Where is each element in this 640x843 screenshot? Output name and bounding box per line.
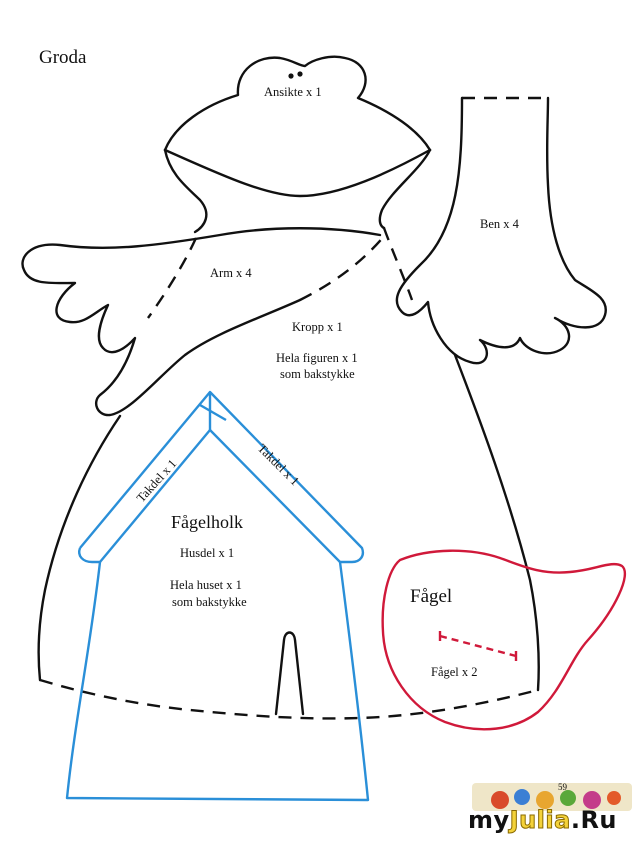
- frog-arm-piece: [21, 227, 386, 417]
- birdhouse-piece: [65, 390, 370, 802]
- birdhouse-house-label: Husdel x 1: [180, 546, 234, 560]
- birdhouse-back-label-line2: som bakstykke: [172, 595, 247, 609]
- frog-leg-label: Ben x 4: [480, 217, 520, 231]
- frog-side-fold: [382, 227, 414, 301]
- birdhouse-back-label-line1: Hela huset x 1: [170, 578, 242, 592]
- bird-title: Fågel: [410, 586, 452, 607]
- frog-bottom-fold: [39, 678, 539, 720]
- watermark-site-text: myJulia.Ru: [468, 806, 618, 835]
- sheet-title: Groda: [39, 47, 87, 68]
- frog-eye-dot-left: [288, 73, 294, 79]
- frog-back-label-line2: som bakstykke: [280, 367, 355, 381]
- page-number: 59: [558, 782, 568, 792]
- frog-body-outline: [37, 148, 540, 692]
- frog-face-piece: [163, 55, 432, 198]
- bird-piece: [381, 549, 627, 731]
- frog-leg-piece: [395, 96, 607, 365]
- watermark-logo: 59: [472, 782, 632, 811]
- birdhouse-title: Fågelholk: [171, 512, 243, 532]
- frog-arm-label: Arm x 4: [210, 266, 252, 280]
- frog-eye-dot-right: [297, 71, 303, 77]
- roof-left-label: Takdel x 1: [134, 457, 180, 505]
- frog-back-label-line1: Hela figuren x 1: [276, 351, 358, 365]
- frog-face-label: Ansikte x 1: [264, 85, 322, 99]
- frog-body-label: Kropp x 1: [292, 320, 343, 334]
- bird-count-label: Fågel x 2: [431, 665, 478, 679]
